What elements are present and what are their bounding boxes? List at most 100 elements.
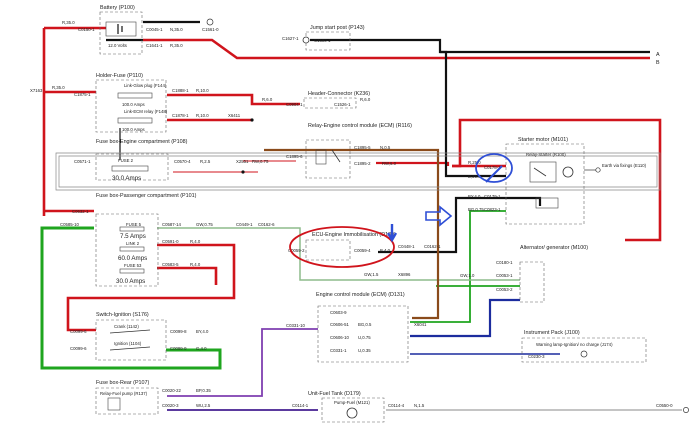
fuse-box-pass-c-left: C0585-10 bbox=[60, 222, 79, 227]
ecu-immob-wire-gw: GW,1.5 bbox=[364, 272, 379, 277]
fuse-box-pass-wire-l2: R,4.0 bbox=[190, 239, 201, 244]
wire-red-link2 bbox=[66, 243, 236, 332]
jump-post-title: Jump start post (P143) bbox=[310, 25, 365, 31]
header-connector-title: Header-Connector (K236) bbox=[308, 91, 370, 97]
ign-switch-icon bbox=[109, 346, 151, 351]
fuel-tank-wire: N,1.5 bbox=[414, 403, 425, 408]
fuse-box-rear-outline bbox=[95, 387, 159, 415]
ignition-outline bbox=[95, 319, 167, 361]
fuse-box-engine-fuse: FUSE 2 bbox=[118, 158, 134, 163]
starter-relay-box bbox=[529, 161, 557, 183]
fuse-box-pass-c-top: C0632-1 bbox=[72, 209, 89, 214]
fuse-box-engine-title: Fuse box-Engine compartment (P108) bbox=[96, 139, 188, 145]
ignition-c-right1: C0099-8 bbox=[170, 329, 187, 334]
highlight-slash-blue bbox=[485, 165, 503, 183]
wire-red-relay-rw bbox=[376, 161, 450, 166]
holder-fuse-c-left: C1875-1 bbox=[74, 92, 91, 97]
fuse2-icon bbox=[111, 165, 149, 172]
edge-marker-b: B bbox=[656, 60, 660, 66]
battery-c-earth: C1561-0 bbox=[202, 27, 219, 32]
fuse5-icon bbox=[119, 226, 145, 232]
annotations-blue bbox=[386, 153, 513, 243]
instrument-pack-lamp: Warning lamp-Ignition/ no charge (J174) bbox=[536, 342, 613, 347]
header-connector-c-left: C0904-1 bbox=[286, 102, 303, 107]
fuse-box-pass-outline bbox=[95, 213, 159, 287]
wire-red-battery-main bbox=[42, 26, 650, 216]
starter-c-main: C0178-1 bbox=[484, 165, 501, 170]
battery-p100: Battery (P100) 12.0 Volts R,35.0 C0150-1… bbox=[62, 5, 219, 55]
fuel-tank-pump: Pump-Fuel (M121) bbox=[334, 400, 370, 405]
fuse-box-pass-fuse5-amps: 7.5 Amps bbox=[120, 233, 146, 240]
instrument-pack-j100: Instrument Pack (J100) Warning lamp-Igni… bbox=[521, 330, 647, 363]
starter-earth: Earth via fixings (E110) bbox=[602, 163, 647, 168]
ignition-wire1: BY,4.0 bbox=[196, 329, 209, 334]
arrow-right-icon bbox=[425, 205, 453, 227]
ignition-c-left1: C0099-6 bbox=[70, 329, 87, 334]
starter-motor-m101: Starter motor (M101) Relay-Starter (R100… bbox=[468, 137, 647, 225]
battery-c-right-top: C0045-1 bbox=[146, 27, 163, 32]
ecu-immobilisation-d139: ECU-Engine Immobilisation (D139) C0059-2… bbox=[288, 226, 441, 277]
earth-icon-fuel bbox=[683, 407, 689, 413]
wire-black-starter bbox=[440, 50, 506, 178]
holder-fuse-wire-left: R,35.0 bbox=[52, 85, 65, 90]
holder-fuse-link-ecm: Link-ECM relay (F148) bbox=[124, 109, 168, 114]
fuel-pump-motor-icon bbox=[346, 407, 358, 419]
fuse-box-pass-link2-amps: 60.0 Amps bbox=[118, 255, 147, 262]
wire-red-fuse53 bbox=[157, 266, 218, 285]
alternator-c3: C0053-2 bbox=[496, 287, 513, 292]
wire-blue-ecm bbox=[410, 298, 520, 338]
header-connector-k236: Header-Connector (K236) R,6.0 C0904-1 C1… bbox=[262, 91, 371, 109]
holder-fuse-c-ecm: C1878-1 bbox=[172, 113, 189, 118]
starter-outline bbox=[505, 143, 585, 225]
fuse-box-engine-c-left: C0571-1 bbox=[74, 159, 91, 164]
starter-wire-main: R,25.0 bbox=[468, 160, 481, 165]
battery-title: Battery (P100) bbox=[100, 5, 135, 11]
wire-brown bbox=[264, 148, 440, 320]
fuse-box-pass-fuse53: FUSE 53 bbox=[124, 263, 142, 268]
ecu-immob-title: ECU-Engine Immobilisation (D139) bbox=[312, 232, 396, 238]
wire-green-starter bbox=[410, 210, 506, 323]
wire-grey-green-f5 bbox=[157, 227, 520, 281]
holder-fuse-link-glow: Link-Glow plug (F144) bbox=[124, 83, 167, 88]
relay-ecm-c-bottom: C1895-2 bbox=[354, 161, 371, 166]
engine-ecm-splice: X6041 bbox=[414, 322, 427, 327]
jump-post-c-right: C1690-1 bbox=[314, 38, 331, 43]
fuel-relay-coil-icon bbox=[107, 397, 121, 411]
header-connector-outline bbox=[303, 97, 357, 109]
jump-start-post-p143: Jump start post (P143) C1627-1 C1690-1 bbox=[282, 25, 365, 51]
holder-fuse-outline bbox=[95, 79, 167, 133]
holder-fuse-p110: Holder-Fuse (P110) X7163 R,35.0 C1875-1 … bbox=[30, 73, 254, 133]
starter-title: Starter motor (M101) bbox=[518, 137, 568, 143]
ecu-immob-outline bbox=[305, 239, 351, 261]
battery-volts: 12.0 Volts bbox=[108, 43, 127, 48]
fuse53-icon bbox=[119, 268, 145, 274]
holder-fuse-splice: X6411 bbox=[228, 113, 241, 118]
engine-ecm-c1: C0603-9 bbox=[330, 310, 347, 315]
engine-ecm-outline bbox=[317, 305, 409, 363]
fuse-box-rear-wire1: BP,0.35 bbox=[196, 388, 211, 393]
starter-wire-bg: BG,0.75 bbox=[468, 207, 484, 212]
relay-ecm-r116: Relay-Engine control module (ECM) (R116)… bbox=[286, 123, 412, 179]
fuse-box-pass-title: Fuse box-Passenger compartment (P101) bbox=[96, 193, 197, 199]
instrument-pack-outline bbox=[521, 337, 647, 363]
wire-red-glow bbox=[167, 93, 300, 106]
fuse-box-pass-c-l2: C0591-0 bbox=[162, 239, 179, 244]
ecu-immob-wire-right: B,4.0 bbox=[380, 248, 391, 253]
fuse-box-pass-c-f5: C0587-14 bbox=[162, 222, 181, 227]
ecu-immob-splice: X6896 bbox=[398, 272, 411, 277]
ignition-crank: Crank (1142) bbox=[114, 324, 139, 329]
warning-lamp-icon bbox=[580, 350, 588, 358]
instrument-pack-c: C0230-3 bbox=[528, 354, 545, 359]
battery-cell bbox=[105, 21, 137, 37]
alternator-c2: C0053-1 bbox=[496, 273, 513, 278]
fuse-box-engine-wire2: RW,0.75 bbox=[252, 159, 269, 164]
engine-ecm-wire3: BG,0.5 bbox=[358, 322, 372, 327]
engine-ecm-title: Engine control module (ECM) (D131) bbox=[316, 292, 405, 298]
relay-ecm-coil-icon bbox=[315, 149, 327, 165]
fuse-box-rear-c2: C0020-3 bbox=[162, 403, 179, 408]
fuse-box-rear-c1: C0020-22 bbox=[162, 388, 181, 393]
battery-outline bbox=[99, 11, 143, 55]
alternator-m100: Alternator/ generator (M100) C0180-1 C00… bbox=[460, 245, 588, 303]
